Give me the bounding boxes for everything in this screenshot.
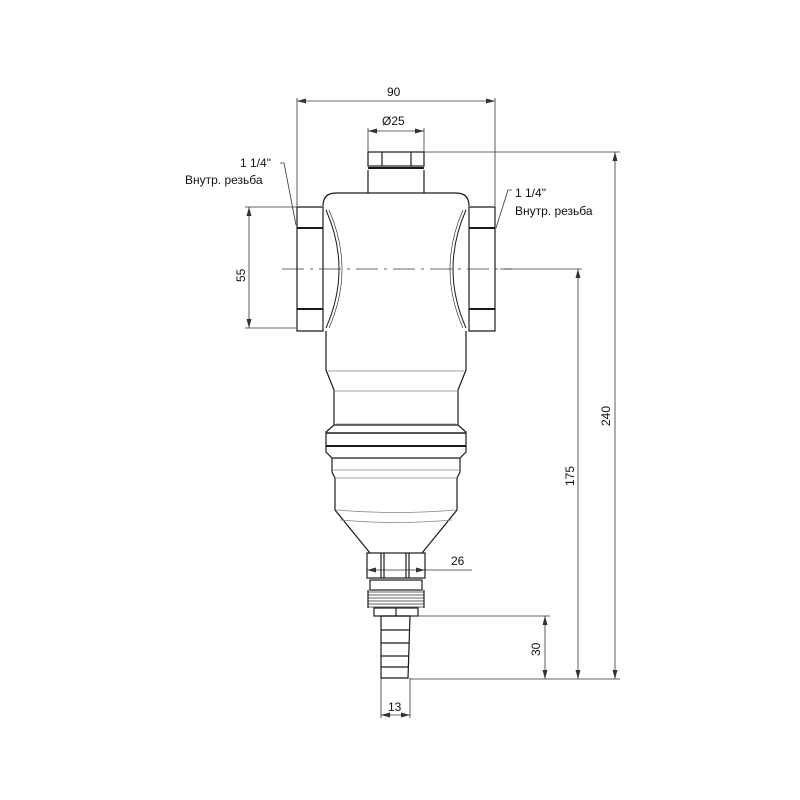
body-top [322, 192, 470, 207]
hose-barb [380, 615, 411, 679]
dim-bottom-nut: 26 [451, 554, 465, 568]
body-middle [325, 331, 467, 425]
top-nut [367, 151, 425, 167]
ring [325, 424, 467, 459]
left-port-thread: Внутр. резьба [185, 173, 263, 187]
left-port [296, 206, 324, 332]
dim-overall-width: 90 [387, 85, 401, 99]
dim-total-height: 240 [599, 405, 613, 426]
left-port-size: 1 1/4" [240, 156, 271, 170]
dim-top-diameter: Ø25 [382, 114, 405, 128]
dim-port-height: 55 [234, 268, 248, 282]
right-port-thread: Внутр. резьба [515, 204, 593, 218]
dim-hose-length: 30 [529, 642, 543, 656]
bottom-nut [366, 552, 426, 579]
dim-axis-to-bottom: 175 [563, 465, 577, 486]
right-port-size: 1 1/4" [515, 186, 546, 200]
bowl [331, 458, 461, 554]
dim-hose-diameter: 13 [388, 700, 402, 714]
right-port [468, 206, 496, 332]
